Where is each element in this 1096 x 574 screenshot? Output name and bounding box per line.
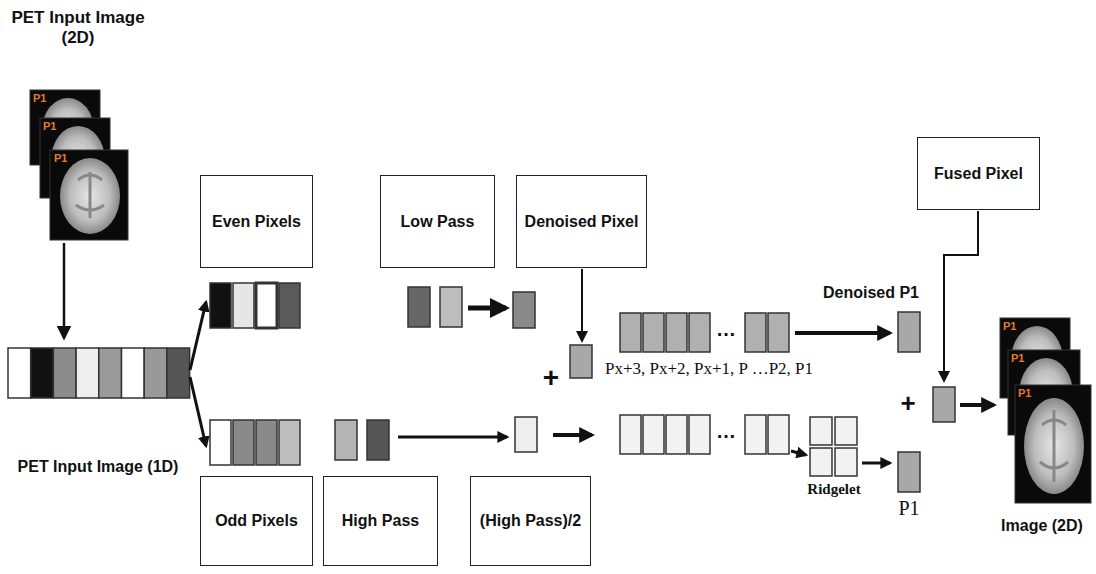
drawn-shape [279, 283, 300, 328]
drawn-shape [933, 387, 955, 422]
drawn-shape [233, 283, 254, 328]
drawn-shape [810, 448, 832, 476]
drawn-shape [468, 306, 506, 311]
drawn-shape [408, 287, 430, 327]
text-label: Denoised P1 [816, 284, 926, 302]
drawn-shape [898, 312, 920, 352]
image-label: P1 [1018, 387, 1044, 400]
drawn-shape [50, 150, 128, 240]
box-label: (High Pass)/2 [480, 512, 581, 530]
drawn-shape [53, 348, 76, 398]
image-label: P1 [54, 152, 80, 165]
drawn-shape [620, 313, 641, 352]
image-label: P1 [1011, 352, 1037, 365]
text-label: Ridgelet [794, 481, 874, 498]
drawn-shape [76, 348, 99, 398]
drawn-shape [666, 415, 687, 454]
process-box: Fused Pixel [917, 137, 1040, 210]
process-box: Low Pass [380, 175, 495, 268]
drawn-shape [256, 283, 277, 328]
drawn-shape [99, 348, 122, 398]
drawn-shape [689, 415, 710, 454]
box-label: Low Pass [401, 213, 475, 231]
drawn-shape [666, 313, 687, 352]
text-label: + [894, 389, 922, 419]
drawn-shape [835, 417, 857, 445]
drawn-shape [960, 403, 994, 407]
drawn-shape [335, 420, 357, 460]
drawn-shape [190, 302, 206, 370]
box-label: Denoised Pixel [525, 213, 639, 231]
drawn-shape [190, 377, 206, 446]
text-label: + [537, 362, 565, 394]
drawn-shape [1015, 385, 1091, 503]
process-box: Odd Pixels [200, 476, 313, 566]
text-label: … [710, 420, 742, 443]
drawn-shape [256, 420, 277, 465]
drawn-shape [367, 420, 389, 460]
drawn-shape [898, 452, 920, 492]
image-label: P1 [1003, 320, 1029, 333]
drawn-shape [745, 313, 766, 352]
drawn-shape [210, 283, 231, 328]
box-label: Odd Pixels [215, 512, 298, 530]
drawn-shape [60, 158, 120, 234]
drawn-shape [791, 451, 806, 455]
process-box: Even Pixels [200, 175, 313, 268]
drawn-shape [210, 420, 231, 465]
process-box: (High Pass)/2 [470, 476, 591, 566]
drawn-shape [745, 415, 766, 454]
text-label: … [710, 318, 742, 341]
drawn-shape [768, 313, 789, 352]
text-label: PET Input Image (2D) [3, 8, 153, 47]
drawn-shape [167, 348, 190, 398]
drawn-shape [570, 345, 592, 378]
box-label: Fused Pixel [934, 165, 1023, 183]
drawn-shape [279, 420, 300, 465]
drawn-shape [76, 172, 104, 218]
drawn-shape [643, 415, 664, 454]
pixel-strip [8, 348, 190, 398]
drawn-shape [795, 331, 890, 335]
drawn-shape [768, 415, 789, 454]
drawn-shape [835, 448, 857, 476]
drawn-shape [440, 287, 462, 327]
drawn-shape [144, 348, 167, 398]
text-label: Image (2D) [992, 517, 1092, 535]
drawn-shape [1040, 410, 1068, 482]
text-label: P1 [891, 497, 927, 520]
drawn-shape [862, 462, 890, 465]
drawn-shape [944, 211, 978, 381]
drawn-shape [63, 243, 66, 338]
drawn-shape [581, 269, 583, 341]
drawn-shape [515, 417, 537, 452]
text-label: PET Input Image (1D) [2, 458, 194, 476]
image-label: P1 [43, 120, 69, 133]
drawn-shape [689, 313, 710, 352]
pet-image-stack [1000, 318, 1091, 503]
process-box: Denoised Pixel [516, 175, 647, 268]
box-label: High Pass [342, 512, 419, 530]
process-box: High Pass [323, 476, 438, 566]
drawn-shape [553, 433, 592, 437]
drawn-shape [1024, 398, 1084, 494]
drawn-shape [643, 313, 664, 352]
drawn-shape [398, 436, 507, 439]
drawn-shape [8, 348, 31, 398]
text-label: Px+3, Px+2, Px+1, P …P2, P1 [598, 359, 820, 379]
pet-image-stack [30, 90, 128, 240]
drawn-shape [233, 420, 254, 465]
drawn-shape [513, 292, 535, 328]
drawn-shape [122, 348, 145, 398]
image-label: P1 [33, 92, 59, 105]
box-label: Even Pixels [212, 213, 301, 231]
drawn-shape [620, 415, 641, 454]
drawn-shape [810, 417, 832, 445]
drawn-shape [31, 348, 54, 398]
